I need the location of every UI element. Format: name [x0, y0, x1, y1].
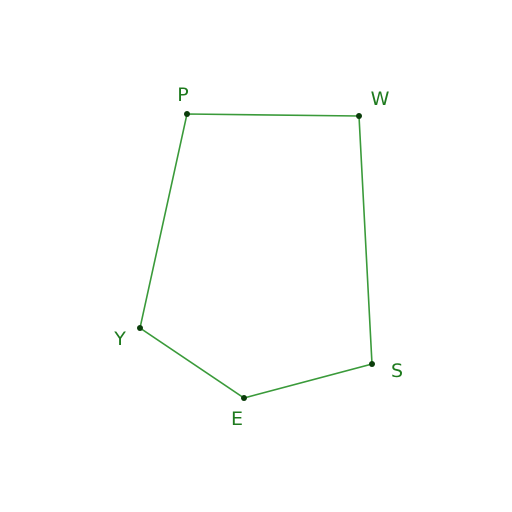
vertex-label-p: P: [177, 84, 188, 106]
vertex-labels: P W S E Y: [113, 84, 403, 430]
pentagon-pwsey: [139, 113, 373, 399]
vertex-label-e: E: [231, 408, 243, 430]
vertex-point-w: [356, 113, 362, 119]
vertex-point-p: [184, 111, 190, 117]
vertex-point-s: [369, 361, 375, 367]
vertex-point-e: [241, 395, 247, 401]
vertex-label-y: Y: [113, 328, 126, 350]
vertex-point-y: [137, 325, 143, 331]
vertex-points: [137, 111, 375, 401]
vertex-label-s: S: [391, 360, 403, 382]
vertex-label-w: W: [371, 88, 390, 110]
